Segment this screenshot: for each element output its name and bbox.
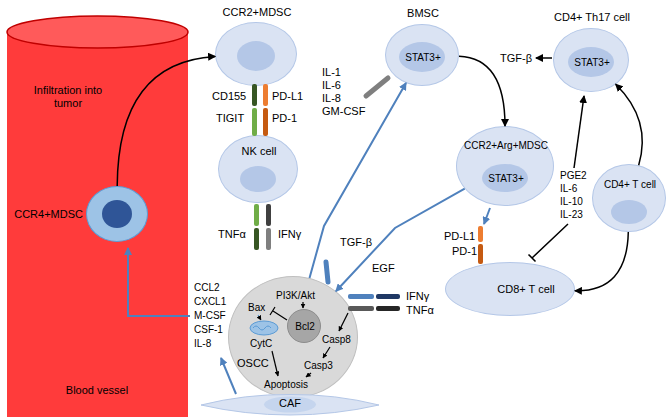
annotation-label: TNFα [406,304,434,317]
annotation-label: CD155 [212,90,246,103]
annotation-label: PD-L1 [444,230,475,243]
cell-nucleus [611,200,647,224]
node-text: CD8+ T cell [497,283,554,296]
ifn-ligand [376,294,400,299]
annotation-label: PD-1 [272,112,297,125]
annotation-label: IL-8 [322,92,341,105]
node-text: STAT3+ [488,173,523,185]
induction-arrow [574,96,584,168]
tnf-ligand [266,204,271,226]
nk-cell: NK cell [218,135,298,203]
mdsc-cell: CCR2+Arg+MDSC STAT3+ [456,126,554,206]
cell-nucleus [237,41,275,71]
blood-vessel: Blood vessel CCR4+MDSC [5,14,190,417]
mitochondrion-crista [253,326,271,330]
bmsc-cell: BMSCSTAT3+ [385,24,459,86]
annotation-label: TIGIT [216,112,244,125]
edge-arrow [459,56,505,126]
annotation-label: IFNγ [406,290,429,303]
edge-arrow [310,83,407,278]
expression-arrow [484,208,490,224]
ifn-receptor [254,228,259,250]
edge-arrow [616,84,643,165]
vessel-wall [7,32,188,417]
pd1-receptor [263,108,268,136]
cd155-ligand [252,84,257,106]
tigit-receptor [252,108,257,136]
node-text: STAT3+ [574,57,609,69]
node-text: Bcl2 [295,321,314,333]
node-text: CCR2+Arg+MDSC [464,140,548,152]
th17-cell: CD4+ Th17 cellSTAT3+ [553,28,629,92]
node-text: Blood vessel [66,384,128,397]
annotation-label: PI3K/Akt [276,290,315,302]
cell-nucleus [240,166,276,192]
annotation-label: IL-23 [560,209,583,221]
node-text: CCR4+MDSC [14,208,83,221]
annotation-label: IL-10 [560,196,583,208]
tnf-receptor [348,306,374,311]
node-text: CAF [279,397,301,410]
edge-label: Infiltration into tumor [26,84,110,110]
annotation-label: PD-L1 [272,90,303,103]
annotation-label: PD-1 [452,245,477,258]
secretion-arrow [536,57,552,59]
annotation-label: GM-CSF [322,105,365,118]
pdl1-ligand [263,84,268,106]
annotation-label: PGE2 [560,170,587,182]
tnf-ligand [376,306,400,311]
annotation-label: IL-1 [322,66,341,79]
annotation-label: Casp8 [322,334,351,346]
annotation-label: M-CSF [194,310,226,322]
cell-nucleus [102,200,132,228]
mdsc-cell: CCR4+MDSC [86,186,148,242]
node-text: CCR2+MDSC [223,6,292,19]
annotation-label: CXCL1 [194,296,226,308]
vessel-opening [7,16,188,48]
mdsc-cell: CCR2+MDSC [215,22,297,86]
annotation-label: EGF [372,262,395,275]
annotation-label: Apoptosis [264,379,308,391]
annotation-label: TNFα [218,228,246,241]
fibroblast-body [201,394,379,415]
node-text: CD4+ Th17 cell [554,11,630,24]
node-text: BMSC [407,7,439,20]
tgf-receptor [326,262,328,282]
annotation-label: IL-6 [322,79,341,92]
bcl2-body: Bcl2 [287,309,321,343]
annotation-label: IL-8 [194,338,211,350]
t-cell: CD4+ T cell [592,164,666,232]
pd1-receptor [478,244,483,264]
edge-arrow [575,232,628,291]
annotation-label: CSF-1 [194,324,223,336]
annotation-label: Casp3 [304,360,333,372]
node-text: STAT3+ [405,52,440,64]
cytokine-receptor [366,78,388,96]
ifn-ligand [254,204,259,226]
pdl1-ligand [478,226,483,242]
annotation-label: Bax [248,302,265,314]
fibroblast-cell: CAF [200,393,380,416]
t-cell: CD8+ T cell [445,262,575,316]
tnf-receptor [266,228,271,250]
node-text: CD4+ T cell [604,179,656,191]
signal-arrow [302,302,303,308]
node-text: OSCC [237,357,269,370]
annotation-label: IFNγ [278,228,301,241]
annotation-label: CytC [250,338,272,350]
annotation-label: TGF-β [500,52,532,65]
inhibition-line [529,224,569,262]
annotation-label: IL-6 [560,183,577,195]
mitochondrion [250,321,278,335]
annotation-label: CCL2 [194,282,220,294]
cell-nucleus [264,397,316,413]
node-text: NK cell [242,145,277,158]
annotation-label: TGF-β [340,236,372,249]
ifn-receptor [348,294,374,299]
